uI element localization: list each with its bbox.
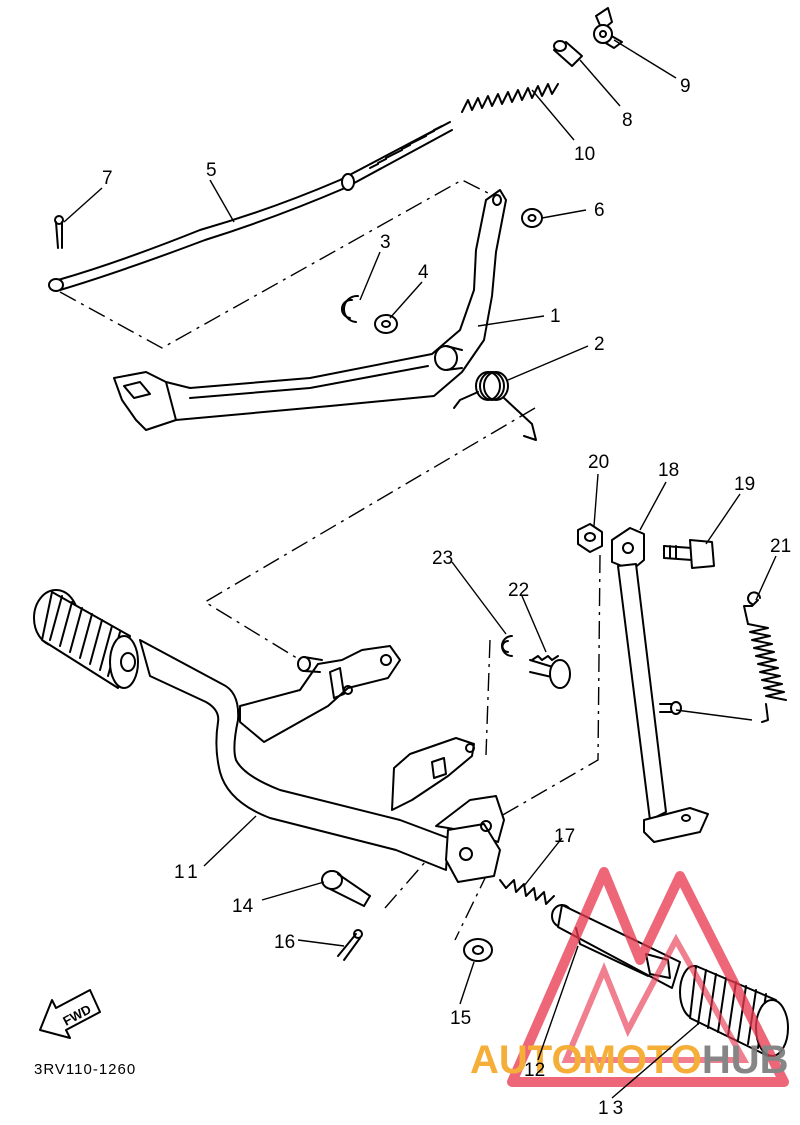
fwd-arrow-icon: FWD bbox=[39, 989, 101, 1039]
part-19-bolt bbox=[663, 539, 715, 569]
callout-6: 6 bbox=[594, 200, 605, 221]
callout-4: 4 bbox=[418, 262, 429, 283]
callout-16: 16 bbox=[274, 932, 295, 953]
callout-21: 21 bbox=[770, 536, 791, 557]
part-7-cotter-pin bbox=[54, 215, 64, 249]
part-2-torsion-spring bbox=[453, 371, 537, 441]
watermark-triangle-icon bbox=[507, 867, 789, 1087]
callout-14: 14 bbox=[232, 896, 254, 917]
watermark-text-b: HUB bbox=[702, 1038, 789, 1082]
callout-8: 8 bbox=[622, 110, 633, 131]
callout-18: 18 bbox=[658, 460, 679, 481]
callout-22: 22 bbox=[508, 580, 529, 601]
part-10-spring bbox=[461, 83, 559, 113]
svg-text:AUTOMOTOHUB: AUTOMOTOHUB bbox=[470, 1038, 789, 1082]
callout-1: 1 bbox=[550, 306, 561, 327]
part-14-pin bbox=[321, 870, 371, 907]
callout-20: 20 bbox=[588, 452, 609, 473]
part-11-footrest-bar bbox=[33, 589, 505, 883]
callout-9: 9 bbox=[680, 76, 691, 97]
part-16-cotter-pin bbox=[337, 929, 363, 961]
callout-12: 12 bbox=[524, 1060, 545, 1081]
callout-10: 10 bbox=[574, 144, 595, 165]
part-21-stand-spring bbox=[743, 591, 787, 723]
part-17-spring bbox=[499, 879, 555, 905]
callout-11: 11 bbox=[174, 862, 202, 883]
callout-5: 5 bbox=[206, 160, 217, 181]
callout-15: 15 bbox=[450, 1008, 471, 1029]
part-4-washer bbox=[374, 314, 398, 334]
callout-3: 3 bbox=[380, 232, 391, 253]
callout-23: 23 bbox=[432, 548, 453, 569]
part-6-washer bbox=[521, 208, 543, 228]
callout-7: 7 bbox=[102, 168, 113, 189]
callout-17: 17 bbox=[554, 826, 575, 847]
callout-numbers: 9 8 10 5 7 6 3 4 1 2 20 18 19 21 23 22 1… bbox=[102, 76, 791, 1119]
part-23-circlip bbox=[501, 635, 513, 657]
part-5-brake-rod bbox=[48, 121, 453, 292]
part-15-washer bbox=[463, 938, 493, 962]
part-8-joint bbox=[553, 40, 583, 67]
part-3-circlip bbox=[341, 294, 359, 323]
part-9-wing-nut bbox=[593, 7, 623, 49]
watermark-logo: AUTOMOTOHUB bbox=[470, 867, 789, 1087]
diagram-code: 3RV110-1260 bbox=[34, 1061, 136, 1078]
watermark-text-a: AUTOMOTO bbox=[470, 1038, 702, 1082]
callout-19: 19 bbox=[734, 474, 755, 495]
callout-13: 13 bbox=[598, 1098, 627, 1119]
leader-lines bbox=[63, 39, 777, 1099]
part-20-nut bbox=[577, 523, 603, 553]
part-18-side-stand bbox=[611, 527, 709, 843]
callout-2: 2 bbox=[594, 334, 605, 355]
part-1-brake-pedal bbox=[113, 189, 507, 431]
part-22-bolt bbox=[529, 655, 571, 689]
